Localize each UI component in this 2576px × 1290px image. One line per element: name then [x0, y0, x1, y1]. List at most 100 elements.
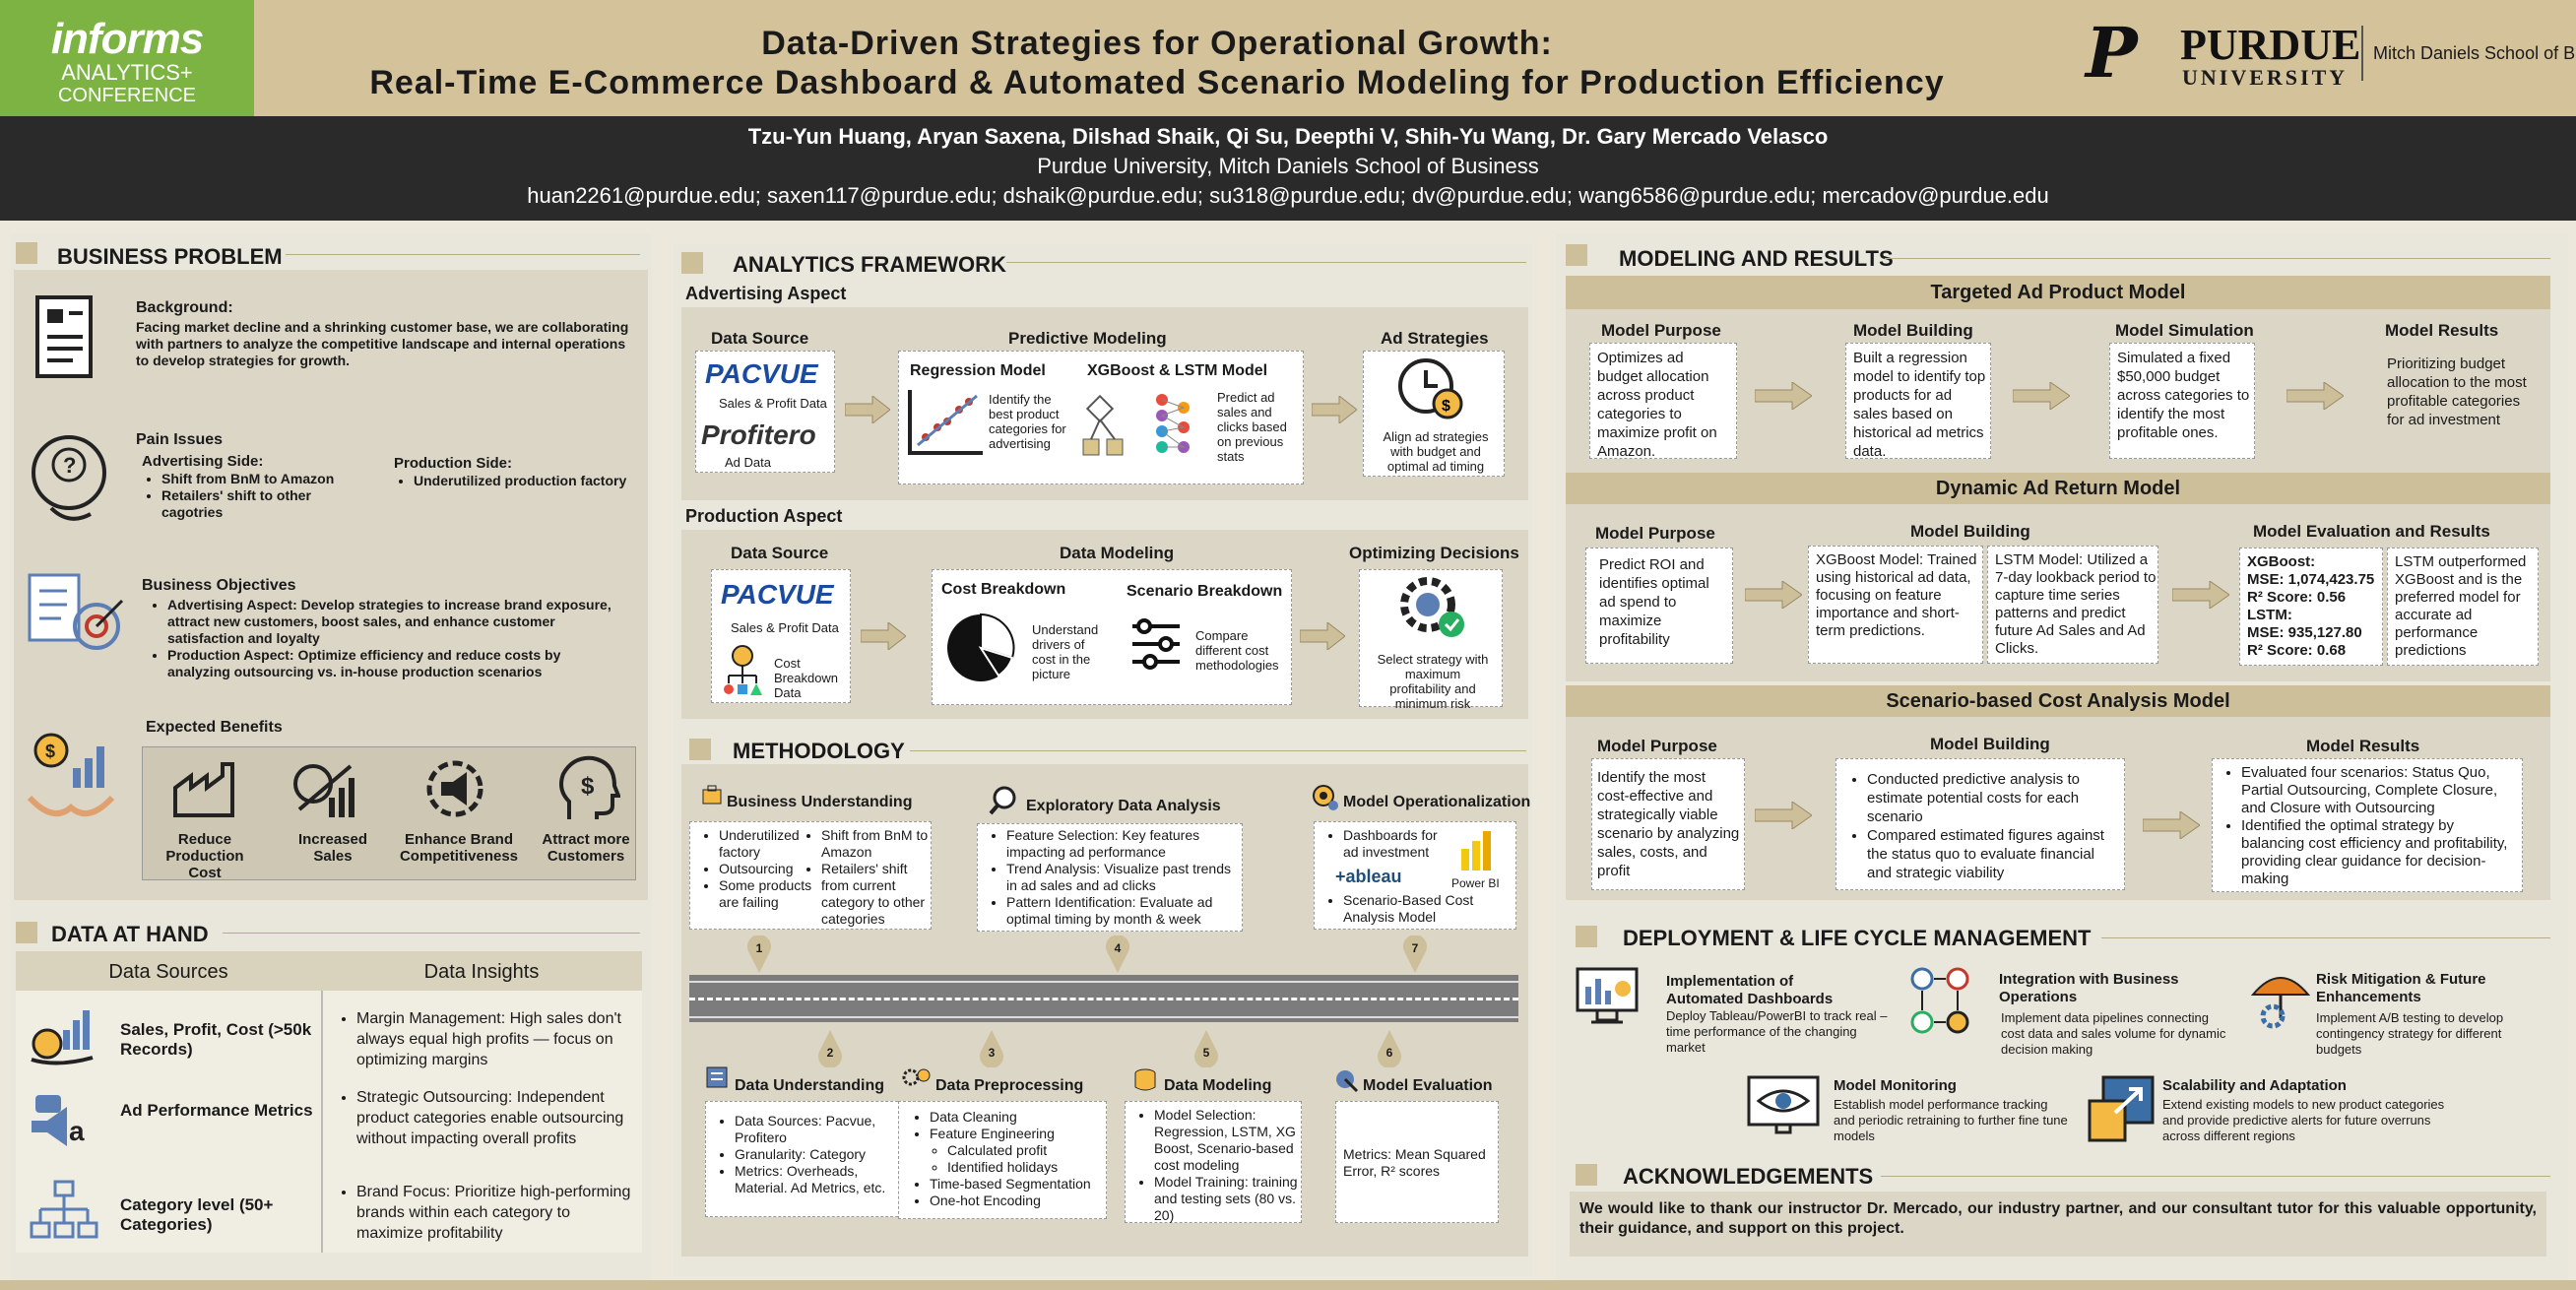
deployment-item-heading: Risk Mitigation & Future Enhancements: [2316, 971, 2486, 1005]
section-analytics-framework: ANALYTICS FRAMEWORK: [733, 252, 1006, 277]
model-building-panel: [1808, 546, 1983, 664]
metric-line: R² Score: 0.68: [2247, 642, 2347, 659]
benefit-label: Reduce Production Cost: [165, 831, 244, 881]
objective-item: Advertising Aspect: Develop strategies t…: [167, 597, 618, 647]
footer-bar: [0, 1280, 2576, 1290]
benefit-label: Enhance Brand Competitiveness: [399, 831, 519, 865]
svg-text:a: a: [69, 1116, 85, 1146]
xgboost-text: Predict ad sales and clicks based on pre…: [1217, 390, 1287, 464]
section-marker: [1576, 926, 1597, 947]
step-item: One-hot Encoding: [930, 1193, 1105, 1209]
logo-text-3: CONFERENCE: [57, 85, 196, 106]
model-text: LSTM Model: Utilized a 7-day lookback pe…: [1995, 551, 2157, 657]
predictive-modeling-heading: Predictive Modeling: [1008, 329, 1167, 348]
umbrella-gear-icon: [2249, 965, 2312, 1034]
scenario-breakdown-heading: Scenario Breakdown: [1127, 583, 1283, 600]
table-header: [16, 951, 642, 991]
data-understanding-heading: Data Understanding: [735, 1077, 885, 1094]
insight-item: Brand Focus: Prioritize high-performing …: [356, 1182, 634, 1244]
model-purpose-panel: [1589, 343, 1737, 459]
model-item: Compared estimated figures against the s…: [1867, 826, 2119, 882]
ad-strategies-text: Align ad strategies with budget and opti…: [1383, 429, 1489, 474]
deployment-item-text: Implement data pipelines connecting cost…: [2001, 1010, 2226, 1057]
model-item: Conducted predictive analysis to estimat…: [1867, 770, 2119, 826]
model-text: XGBoost Model: Trained using historical …: [1816, 551, 1977, 639]
eda-panel: [977, 823, 1243, 932]
model-building-panel: [1987, 546, 2158, 664]
briefcase-icon: [701, 784, 723, 806]
data-preprocessing-heading: Data Preprocessing: [935, 1077, 1084, 1094]
objectives-heading: Business Objectives: [142, 577, 296, 594]
integration-people-icon: [1906, 965, 1973, 1042]
model-text: Prioritizing budget allocation to the mo…: [2387, 355, 2527, 428]
objective-item: Production Aspect: Optimize efficiency a…: [167, 647, 618, 680]
data-label: Sales & Profit Data: [731, 620, 839, 635]
model-simulation-heading: Model Simulation: [2115, 321, 2254, 340]
svg-text:$: $: [1442, 398, 1450, 415]
model-text: LSTM outperformed XGBoost and is the pre…: [2395, 553, 2527, 659]
model-building-heading: Model Building: [1930, 735, 2050, 753]
school-name: Mitch Daniels School of Business: [2373, 43, 2576, 63]
step-pin-1: 1: [746, 935, 772, 975]
arrow-right-icon: [1754, 381, 1813, 415]
deployment-item-text: Implement A/B testing to develop conting…: [2316, 1010, 2504, 1057]
metric-line: LSTM:: [2247, 607, 2292, 623]
informs-logo: informs ANALYTICS+ CONFERENCE: [0, 0, 254, 116]
document-icon: [30, 291, 104, 384]
model-text: Optimizes ad budget allocation across pr…: [1597, 350, 1717, 460]
purdue-p-icon: P: [2086, 12, 2138, 94]
step-item: Granularity: Category: [735, 1146, 904, 1163]
model-item: Evaluated four scenarios: Status Quo, Pa…: [2241, 764, 2517, 817]
author-band: Tzu-Yun Huang, Aryan Saxena, Dilshad Sha…: [0, 116, 2576, 221]
model-results-heading: Model Results: [2385, 321, 2499, 340]
data-source-panel: [711, 569, 851, 703]
business-understanding-panel: [689, 821, 932, 930]
business-understanding-heading: Business Understanding: [727, 794, 913, 810]
xgboost-heading: XGBoost & LSTM Model: [1087, 362, 1268, 379]
target-checklist-icon: [26, 571, 128, 656]
evaluation-icon: [1333, 1067, 1361, 1093]
section-marker: [689, 739, 711, 760]
step-number: 5: [1202, 1046, 1210, 1060]
scatter-chart-icon: [906, 388, 985, 457]
data-source: Category level (50+ Categories): [120, 1195, 274, 1234]
acknowledgements-box: [1570, 1192, 2546, 1257]
step-number: 6: [1385, 1046, 1393, 1060]
arrow-right-icon: [1754, 801, 1813, 834]
arrow-right-icon: [1744, 580, 1803, 613]
step-item: Identified holidays: [947, 1159, 1097, 1176]
model-building-panel: [1845, 343, 1991, 459]
step-item: Feature Selection: Key features impactin…: [1006, 827, 1241, 861]
dashboard-monitor-icon: [1576, 965, 1639, 1030]
column-header: Data Sources: [108, 961, 228, 983]
step-item: Some products are failing: [719, 877, 817, 911]
model-purpose-panel: [1591, 758, 1745, 890]
model-purpose-heading: Model Purpose: [1601, 321, 1721, 340]
eye-monitor-icon: [1747, 1075, 1820, 1136]
model-operationalization-heading: Model Operationalization: [1343, 794, 1531, 810]
clock-money-icon: $: [1396, 356, 1465, 421]
divider: [1881, 1176, 2550, 1177]
data-modeling-step-panel: [1125, 1101, 1302, 1223]
step-item: Model Selection: Regression, LSTM, XG Bo…: [1154, 1107, 1302, 1174]
step-pin-7: 7: [1402, 935, 1428, 975]
money-growth-icon: $: [24, 729, 118, 827]
benefits-heading: Expected Benefits: [146, 719, 283, 736]
benefit-label: Increased Sales: [297, 831, 368, 865]
deployment-item-text: Extend existing models to new product ca…: [2162, 1097, 2445, 1143]
ad-strategies-heading: Ad Strategies: [1381, 329, 1489, 348]
arrow-right-icon: [1299, 620, 1346, 655]
arrow-right-icon: [2171, 580, 2230, 613]
svg-text:$: $: [45, 742, 55, 761]
divider: [2101, 937, 2550, 938]
arrow-right-icon: [844, 394, 891, 428]
arrow-right-icon: [860, 620, 907, 655]
data-icon: [705, 1065, 729, 1089]
section-modeling-results: MODELING AND RESULTS: [1619, 246, 1894, 271]
regression-heading: Regression Model: [910, 362, 1046, 379]
model-text: Simulated a fixed $50,000 budget across …: [2117, 350, 2250, 441]
head-question-icon: ?: [22, 423, 120, 532]
predictive-modeling-panel: [898, 351, 1304, 484]
step-item: Dashboards for ad investment: [1343, 827, 1453, 861]
model-simulation-panel: [2109, 343, 2255, 459]
